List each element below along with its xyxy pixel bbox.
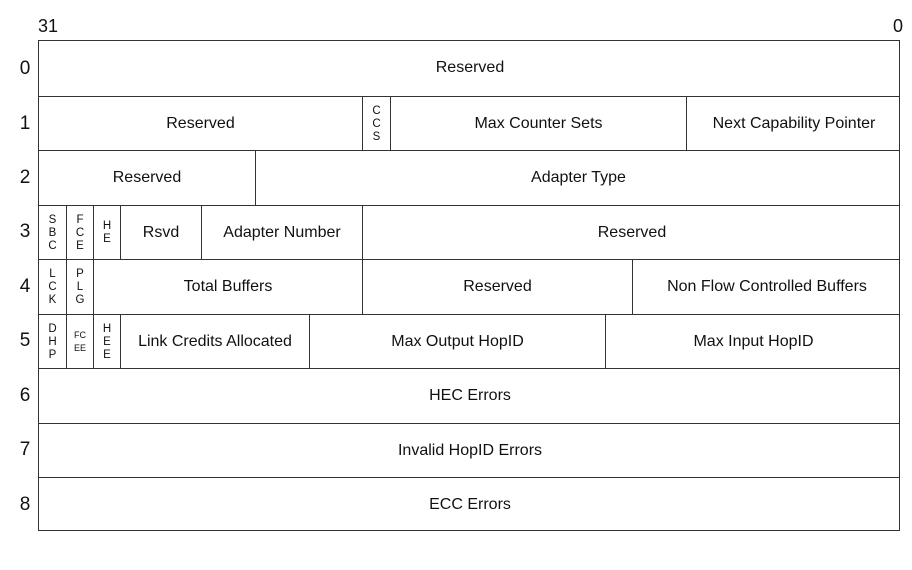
register-field: Non Flow Controlled Buffers [632,260,901,314]
register-row: HEC Errors [39,368,899,423]
register-field: ECC Errors [429,495,511,513]
row-index-label: 6 [19,385,31,406]
register-field: HEC Errors [429,386,511,404]
row-index-label: 7 [19,439,31,460]
row-index-label: 5 [19,330,31,351]
register-field: Max Counter Sets [390,97,686,151]
register-field: Invalid HopID Errors [397,441,543,459]
register-field: Reserved [362,260,632,314]
register-field: Reserved [362,206,901,260]
register-field: Max Input HopID [605,315,901,369]
row-index-label: 2 [19,167,31,188]
register-row: Invalid HopID Errors [39,423,899,478]
register-field: Rsvd [120,206,201,260]
bit-label-low: 0 [893,16,904,36]
row-index-label: 1 [19,113,31,134]
register-field: Adapter Type [255,151,901,205]
register-field: Adapter Number [201,206,362,260]
register-field: Max Output HopID [309,315,605,369]
row-index-label: 8 [19,494,31,515]
row-index-label: 3 [19,221,31,242]
row-index-label: 4 [19,276,31,297]
register-field: Reserved [435,59,505,77]
register-field: Next Capability Pointer [686,97,901,151]
register-row: Reserved [39,41,899,96]
bit-label-high: 31 [38,16,59,36]
register-field: Link Credits Allocated [120,315,309,369]
register-field: Total Buffers [93,260,362,314]
register-row: ECC Errors [39,477,899,532]
register-field: Reserved [112,168,182,186]
register-field: Reserved [166,114,235,132]
row-index-label: 0 [19,58,31,79]
register-row: Reserved Adapter Type [39,150,899,205]
